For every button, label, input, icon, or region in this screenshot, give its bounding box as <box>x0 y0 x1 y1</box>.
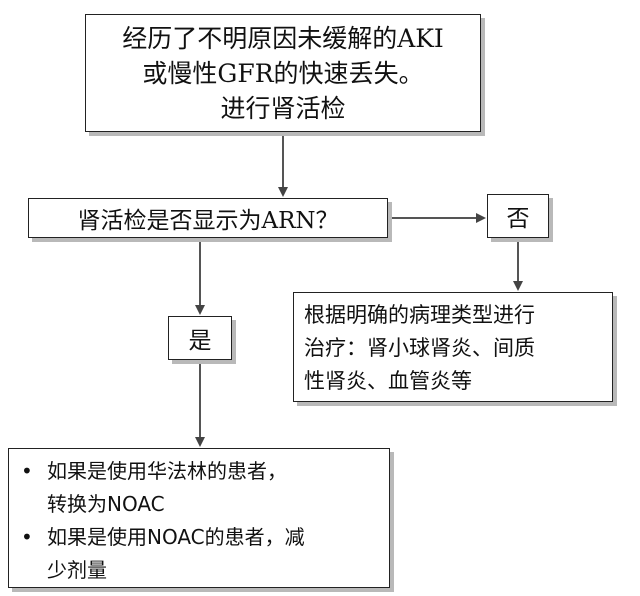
action-item-1-line-2: 转换为NOAC <box>47 492 165 516</box>
start-box: 经历了不明原因未缓解的AKI 或慢性GFR的快速丢失。 进行肾活检 <box>85 14 481 132</box>
start-line-3: 进行肾活检 <box>220 93 346 123</box>
treatment-line-1: 根据明确的病理类型进行 <box>304 303 535 327</box>
treatment-line-3: 性肾炎、血管炎等 <box>304 369 472 393</box>
decision-box: 肾活检是否显示为ARN？ <box>28 198 388 238</box>
bullet-icon: • <box>21 525 33 549</box>
bullet-icon: • <box>21 459 33 483</box>
action-box: • 如果是使用华法林的患者， 转换为NOAC • 如果是使用NOAC的患者，减 … <box>8 448 390 588</box>
yes-label-box: 是 <box>168 316 232 360</box>
no-label: 否 <box>506 206 530 232</box>
action-item-1-line-1: 如果是使用华法林的患者， <box>47 459 287 483</box>
action-item: • 如果是使用华法林的患者， 转换为NOAC <box>21 455 381 521</box>
treatment-line-2: 治疗：肾小球肾炎、间质 <box>304 336 535 360</box>
yes-label: 是 <box>188 328 212 354</box>
decision-question: 肾活检是否显示为ARN？ <box>77 208 339 234</box>
action-item-2-line-1: 如果是使用NOAC的患者，减 <box>47 525 305 549</box>
start-line-1: 经历了不明原因未缓解的AKI <box>122 23 444 53</box>
start-line-2: 或慢性GFR的快速丢失。 <box>142 58 424 88</box>
action-item-2-line-2: 少剂量 <box>47 558 107 582</box>
action-item: • 如果是使用NOAC的患者，减 少剂量 <box>21 521 381 587</box>
treatment-box: 根据明确的病理类型进行 治疗：肾小球肾炎、间质 性肾炎、血管炎等 <box>293 292 613 402</box>
no-label-box: 否 <box>487 194 549 238</box>
